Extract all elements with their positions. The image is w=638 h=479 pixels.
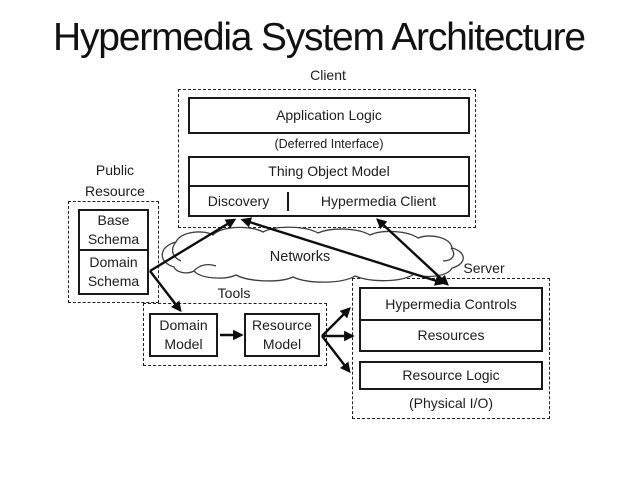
base-schema-box: Base Schema [87,212,140,247]
networks-cloud [161,226,464,283]
cloud-curl-left [171,241,182,262]
resource-logic-box: Resource Logic [359,361,543,390]
arrow-hypermedia-client-server [376,218,449,286]
cloud-curl-bottom [193,264,217,272]
networks-label: Networks [270,249,330,265]
deferred-interface-label: (Deferred Interface) [274,137,384,151]
slide-title: Hypermedia System Architecture [53,16,586,59]
server-stack: Hypermedia Controls Resources [359,287,543,352]
hypermedia-client-box: Hypermedia Client [320,192,437,209]
resources-box: Resources [361,319,541,350]
physical-io-label: (Physical I/O) [408,395,493,411]
server-label: Server [463,260,505,276]
tools-label: Tools [217,285,251,301]
resource-model-box: Resource Model [244,313,320,357]
schema-stack: Base Schema Domain Schema [78,209,149,295]
domain-schema-box: Domain Schema [80,249,147,293]
application-logic-box: Application Logic [188,97,470,134]
client-label: Client [310,67,346,83]
arrow-discovery-server [240,217,446,286]
hypermedia-controls-box: Hypermedia Controls [385,295,517,312]
thing-object-model-stack: Thing Object Model Discovery Hypermedia … [188,156,470,217]
thing-object-model-box: Thing Object Model [268,163,390,179]
public-resource-label: Public Resource [85,162,145,199]
client-bottom-row: Discovery Hypermedia Client [190,185,468,215]
domain-model-box: Domain Model [149,313,218,357]
discovery-box: Discovery [190,191,289,211]
